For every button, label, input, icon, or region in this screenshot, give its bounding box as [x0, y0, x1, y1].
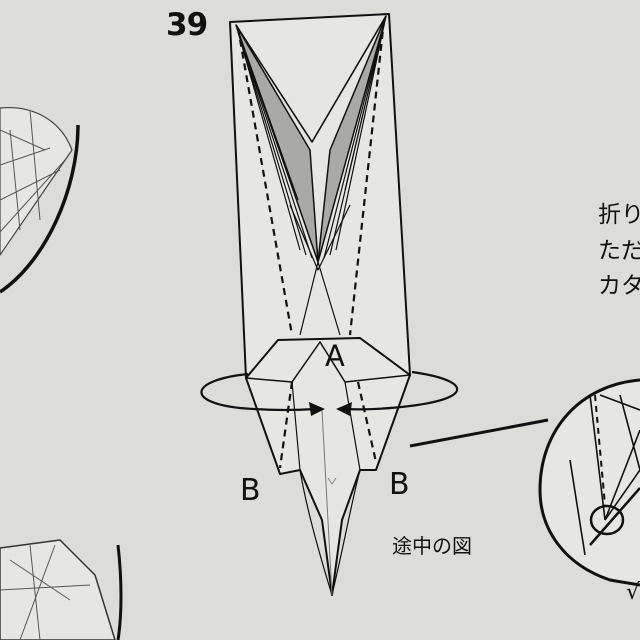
arrow-heads: [309, 402, 352, 416]
detail-leader-line: [409, 418, 549, 448]
cropped-edge-text: √: [626, 580, 640, 605]
origami-model: [229, 13, 411, 596]
side-instruction-line-1: 折り: [598, 202, 640, 228]
side-instruction-line-2: ただ: [598, 238, 640, 264]
left-neighbor-diagram: [0, 106, 80, 294]
side-instruction-line-3: カタ: [598, 273, 640, 299]
bottom-left-neighbor-diagram: [0, 539, 123, 640]
detail-circle: [538, 378, 640, 587]
in-progress-caption: 途中の図: [392, 534, 472, 558]
valley-fold-lines: [236, 19, 386, 469]
point-label-b-right: B: [389, 467, 410, 502]
point-label-a: A: [325, 339, 345, 373]
point-label-b-left: B: [240, 473, 261, 508]
step-number: 39: [166, 7, 208, 43]
rotation-arrow: [200, 370, 459, 412]
